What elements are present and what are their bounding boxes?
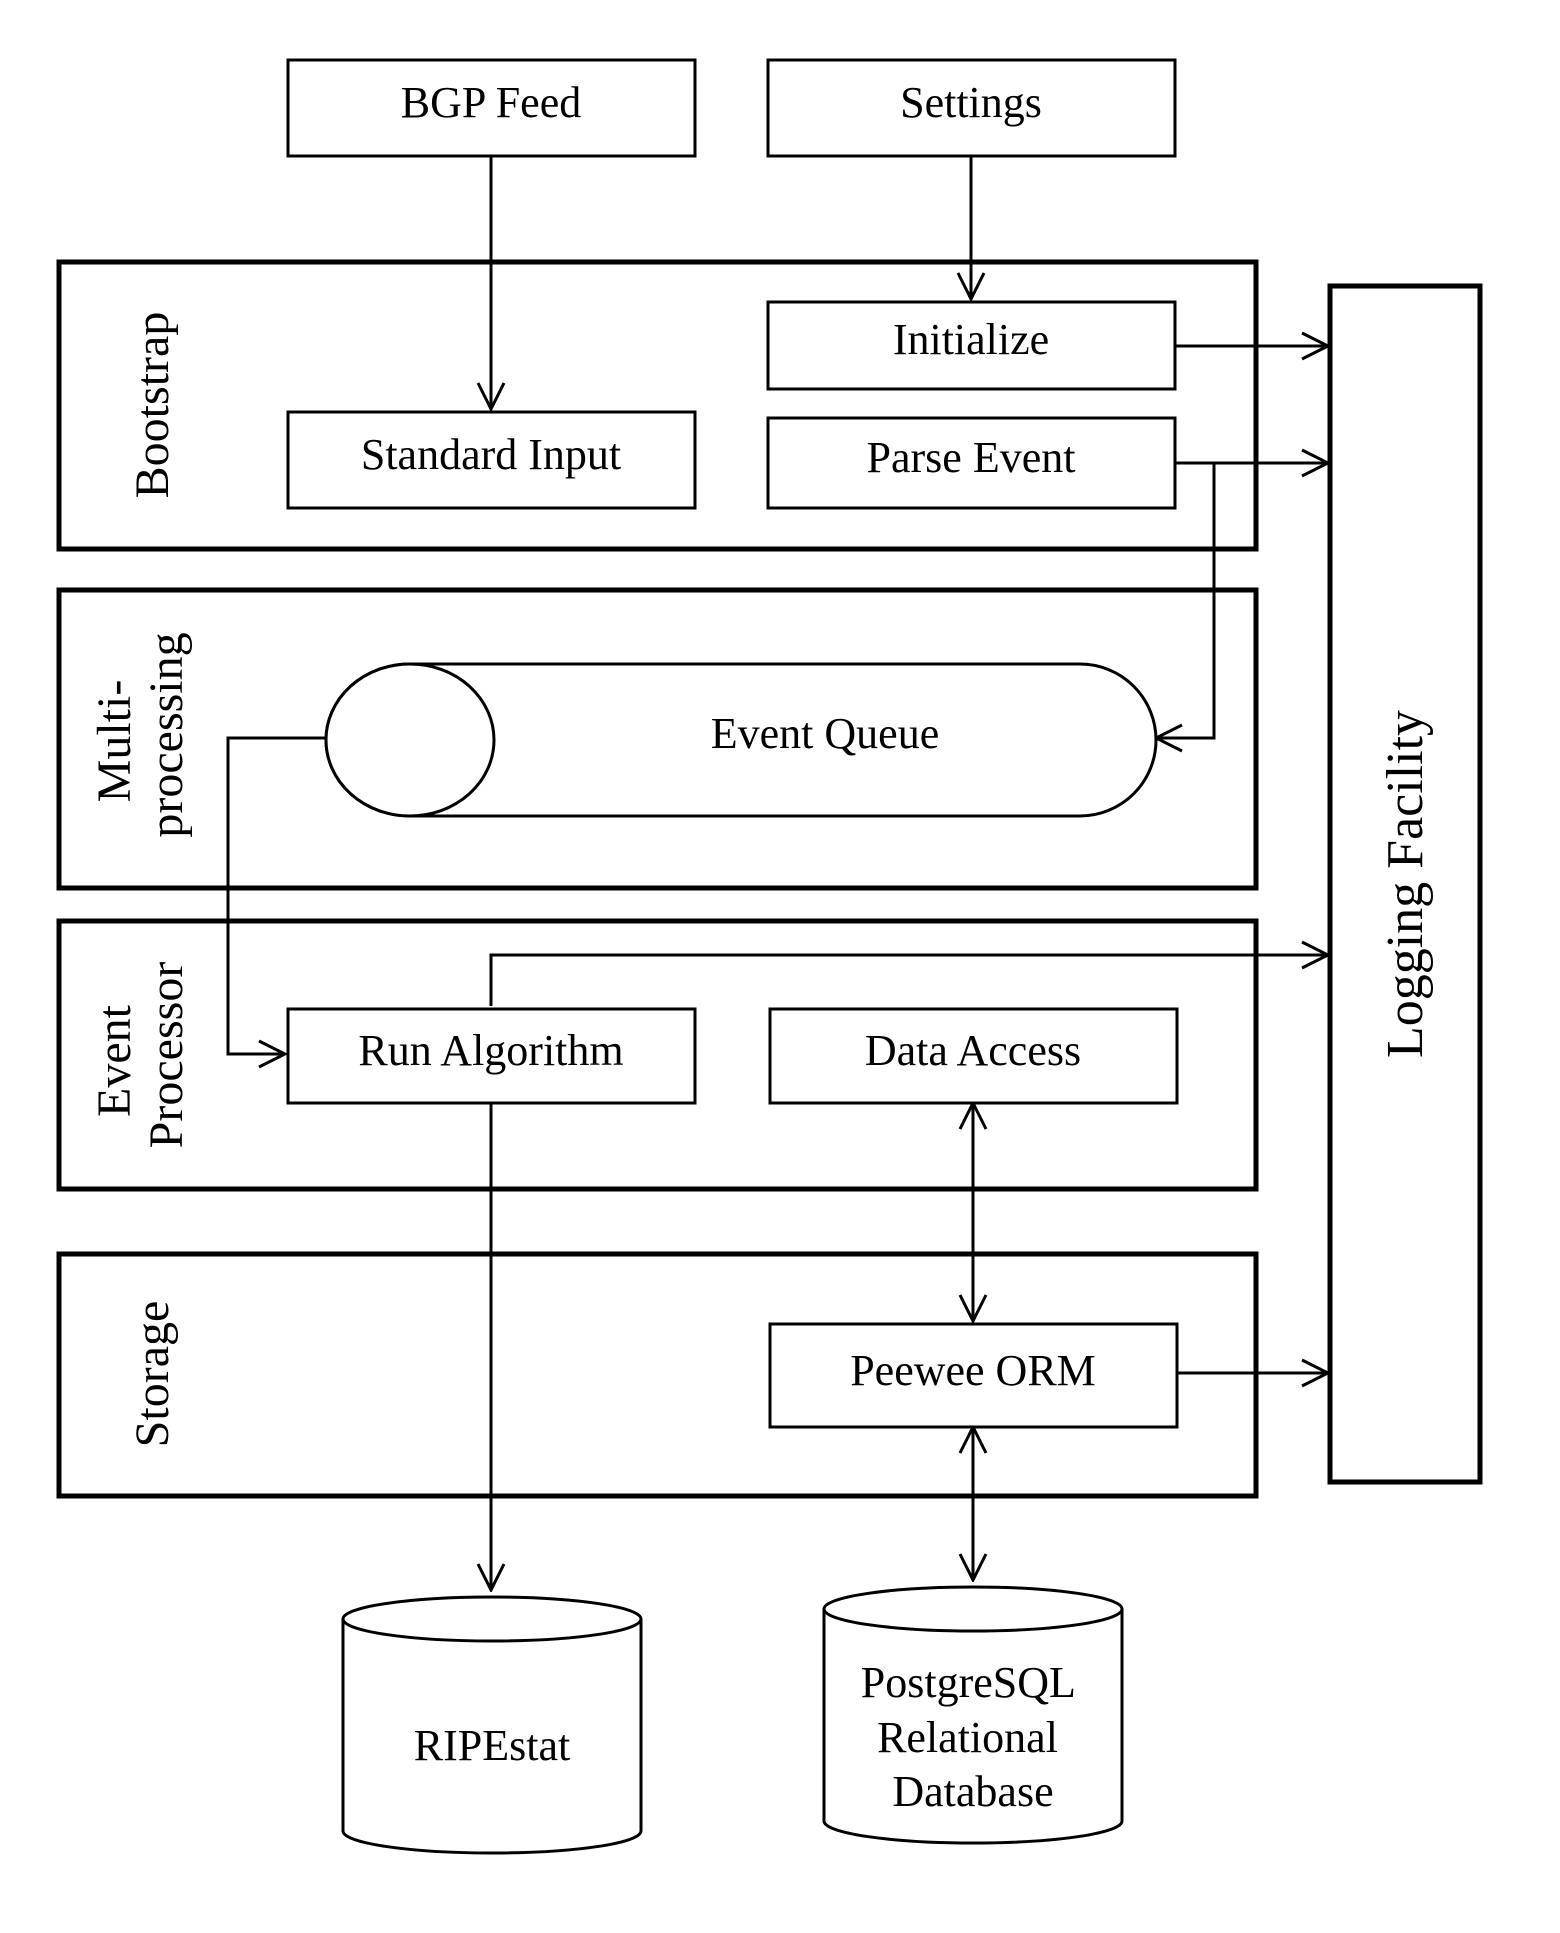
arrow-run-algorithm-to-logging bbox=[489, 955, 1328, 1006]
group-bootstrap: Bootstrap bbox=[56, 259, 1259, 552]
group-event-processor: Event Processor bbox=[56, 918, 1259, 1192]
group-bootstrap-label: Bootstrap bbox=[126, 312, 179, 499]
arrow-parse-event-to-queue bbox=[1156, 463, 1216, 738]
db-postgresql-label-line3: Database bbox=[892, 1767, 1053, 1816]
node-parse-event: Parse Event bbox=[766, 416, 1177, 510]
logging-facility-box: Logging Facility bbox=[1327, 283, 1483, 1485]
node-bgp-feed-label: BGP Feed bbox=[401, 78, 582, 127]
node-initialize-label: Initialize bbox=[893, 315, 1049, 364]
node-bgp-feed: BGP Feed bbox=[286, 58, 697, 158]
node-peewee-orm-label: Peewee ORM bbox=[850, 1346, 1096, 1395]
node-settings-label: Settings bbox=[900, 78, 1042, 127]
group-multiprocessing-label-line1: Multi- bbox=[88, 680, 141, 803]
group-storage: Storage bbox=[56, 1251, 1259, 1499]
db-postgresql-label-line2: Relational bbox=[877, 1713, 1058, 1762]
group-event-processor-label: Event Processor bbox=[88, 962, 193, 1149]
node-parse-event-label: Parse Event bbox=[867, 433, 1076, 482]
db-postgresql-label: PostgreSQL Relational Database bbox=[861, 1658, 1086, 1816]
db-ripestat: RIPEstat bbox=[341, 1595, 643, 1855]
arrow-queue-to-run-algorithm bbox=[226, 736, 326, 1054]
db-ripestat-label: RIPEstat bbox=[414, 1721, 570, 1770]
group-event-processor-label-line1: Event bbox=[88, 1004, 141, 1117]
group-storage-label: Storage bbox=[126, 1301, 179, 1448]
group-multiprocessing-label-line2: processing bbox=[140, 632, 193, 837]
node-event-queue: Event Queue bbox=[324, 662, 1158, 818]
group-event-processor-label-line2: Processor bbox=[140, 962, 193, 1149]
node-data-access: Data Access bbox=[768, 1007, 1179, 1105]
node-standard-input-label: Standard Input bbox=[361, 430, 621, 479]
node-settings: Settings bbox=[766, 58, 1177, 158]
logging-facility-label: Logging Facility bbox=[1377, 710, 1434, 1058]
node-standard-input: Standard Input bbox=[286, 410, 697, 510]
node-run-algorithm: Run Algorithm bbox=[286, 1007, 697, 1105]
node-event-queue-label: Event Queue bbox=[711, 709, 939, 758]
db-postgresql: PostgreSQL Relational Database bbox=[822, 1585, 1124, 1845]
node-initialize: Initialize bbox=[766, 300, 1177, 391]
node-peewee-orm: Peewee ORM bbox=[768, 1322, 1179, 1429]
node-data-access-label: Data Access bbox=[865, 1026, 1081, 1075]
group-multiprocessing-label: Multi- processing bbox=[88, 632, 193, 837]
db-postgresql-label-line1: PostgreSQL bbox=[861, 1658, 1075, 1707]
connectors bbox=[226, 156, 1328, 1590]
node-run-algorithm-label: Run Algorithm bbox=[358, 1026, 623, 1075]
group-multiprocessing: Multi- processing bbox=[56, 587, 1259, 891]
